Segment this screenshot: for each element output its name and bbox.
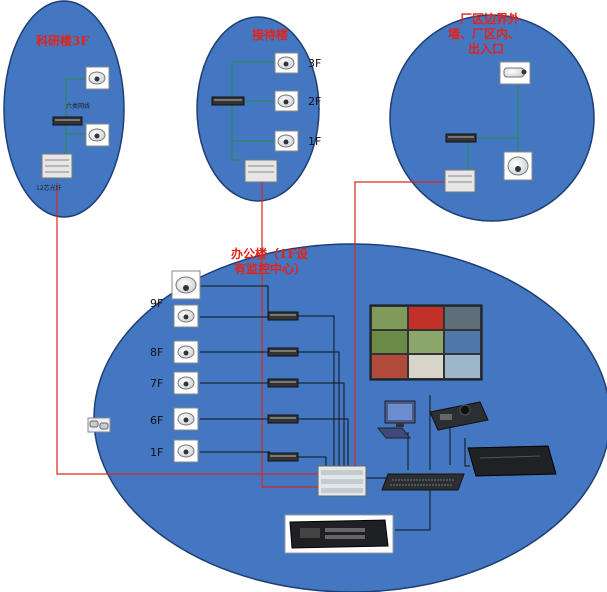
perimeter-area xyxy=(389,14,595,222)
network-switch xyxy=(267,414,299,424)
speed-dome-camera xyxy=(171,270,201,300)
dome-camera xyxy=(274,130,299,152)
dome-camera xyxy=(274,52,299,74)
central-patch-panel xyxy=(317,465,367,497)
small-camera-pair-icon xyxy=(87,417,111,433)
office-title-line-1: 办公楼（1F设 xyxy=(231,246,309,261)
research-building-area xyxy=(3,0,125,218)
cable-note: 六类网线 xyxy=(66,102,90,110)
reception-floor-label: 1F xyxy=(308,135,321,148)
dome-camera xyxy=(173,407,199,431)
research-building-title: 科研楼3F xyxy=(36,33,89,48)
dome-camera xyxy=(173,371,199,395)
office-floor-label: 8F xyxy=(150,346,163,359)
dome-camera xyxy=(85,123,110,147)
core-switch xyxy=(381,473,465,491)
office-title-line-2: 有监控中心） xyxy=(234,261,306,276)
dome-camera xyxy=(274,90,299,112)
monitor-workstation xyxy=(376,400,416,439)
office-floor-label: 1F xyxy=(150,446,163,459)
fiber-patch-panel xyxy=(444,169,476,193)
speed-dome-camera xyxy=(503,151,533,181)
reception-floor-label: 2F xyxy=(308,95,321,108)
nvr-storage xyxy=(467,445,557,477)
dome-camera xyxy=(173,340,199,364)
fiber-patch-panel xyxy=(41,153,73,179)
network-switch xyxy=(267,347,299,357)
network-switch xyxy=(445,133,477,143)
network-switch xyxy=(211,96,245,106)
reception-floor-label: 3F xyxy=(308,57,321,70)
dome-camera xyxy=(173,304,199,328)
network-switch xyxy=(267,378,299,388)
ptz-keyboard-controller xyxy=(429,401,489,431)
dome-camera xyxy=(173,439,199,463)
fiber-lines xyxy=(56,180,450,488)
office-floor-label: 7F xyxy=(150,377,163,390)
perimeter-title-line-3: 出入口 xyxy=(468,41,504,56)
office-floor-label: 9F xyxy=(150,297,163,310)
perimeter-title-line-2: 墙、厂区内、 xyxy=(448,26,520,41)
perimeter-title-line-1: 厂区边界外 xyxy=(460,11,520,26)
office-floor-label: 6F xyxy=(150,414,163,427)
network-switch xyxy=(267,311,299,321)
fiber-patch-panel xyxy=(244,159,278,183)
video-wall xyxy=(369,304,483,381)
rack-nvr xyxy=(284,514,394,554)
network-switch xyxy=(267,452,299,462)
dome-camera xyxy=(85,66,110,90)
fiber-note: 12芯光纤 xyxy=(36,184,62,192)
bullet-camera xyxy=(499,61,531,85)
reception-building-title: 接待楼 xyxy=(252,27,288,42)
network-switch xyxy=(52,116,83,126)
